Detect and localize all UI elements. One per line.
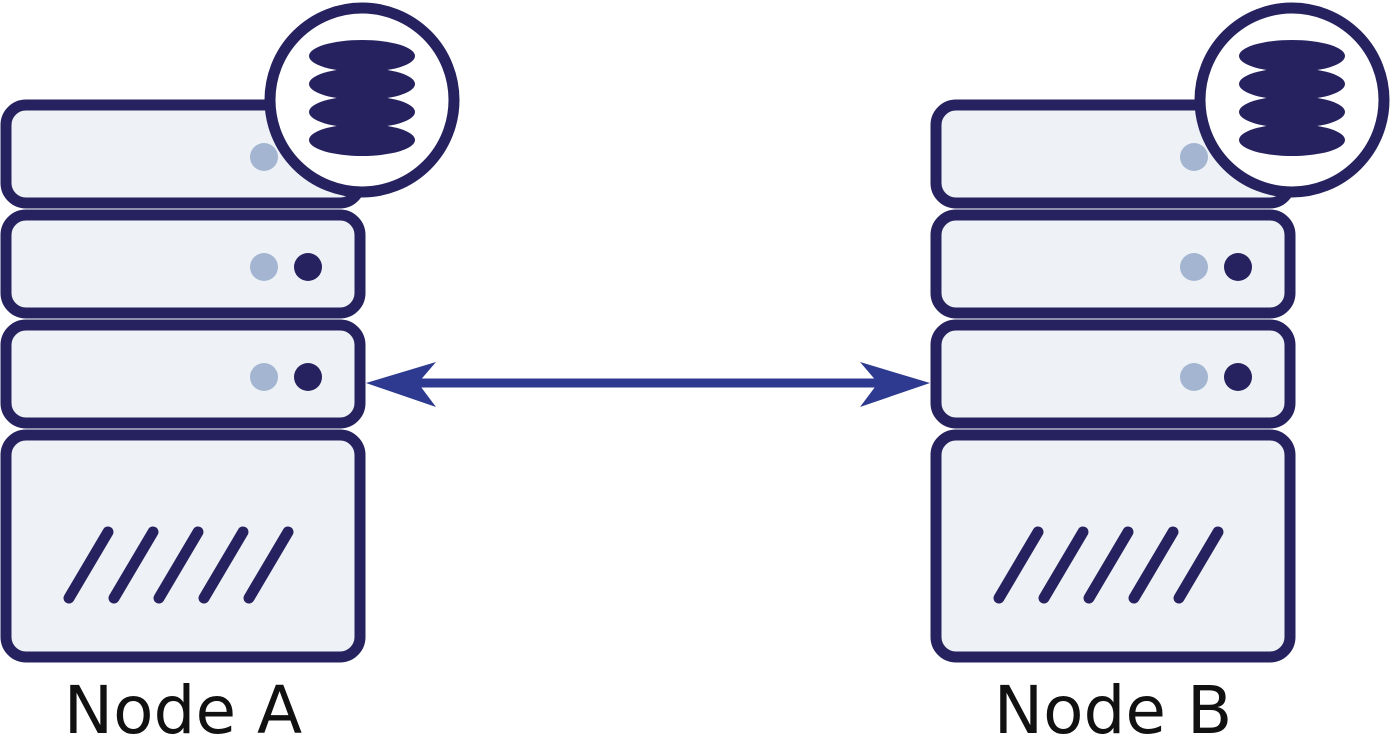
led-dark bbox=[294, 253, 322, 281]
server-unit-2 bbox=[930, 209, 1296, 319]
arrow-head-left bbox=[366, 362, 436, 407]
arrow-head-right bbox=[860, 362, 930, 407]
database-icon bbox=[1194, 2, 1390, 198]
vent-stripes bbox=[993, 526, 1224, 604]
led-light bbox=[1180, 363, 1208, 391]
led-light bbox=[1180, 143, 1208, 171]
led-light bbox=[250, 363, 278, 391]
node-a-label: Node A bbox=[64, 672, 302, 736]
server-unit-3 bbox=[930, 319, 1296, 429]
node-a: Node A bbox=[0, 2, 460, 736]
led-dark bbox=[1224, 363, 1252, 391]
led-dark bbox=[294, 363, 322, 391]
vent-stripes bbox=[63, 526, 294, 604]
server-base-unit bbox=[0, 429, 366, 663]
server-base-unit bbox=[930, 429, 1296, 663]
database-icon bbox=[264, 2, 460, 198]
bidirectional-arrow bbox=[366, 362, 930, 407]
node-b-label: Node B bbox=[994, 672, 1233, 736]
server-unit-3 bbox=[0, 319, 366, 429]
server-rack-icon bbox=[0, 99, 366, 663]
led-light bbox=[250, 143, 278, 171]
server-unit-2 bbox=[0, 209, 366, 319]
server-rack-icon bbox=[930, 99, 1296, 663]
led-light bbox=[1180, 253, 1208, 281]
node-b: Node B bbox=[930, 2, 1390, 736]
led-light bbox=[250, 253, 278, 281]
led-dark bbox=[1224, 253, 1252, 281]
